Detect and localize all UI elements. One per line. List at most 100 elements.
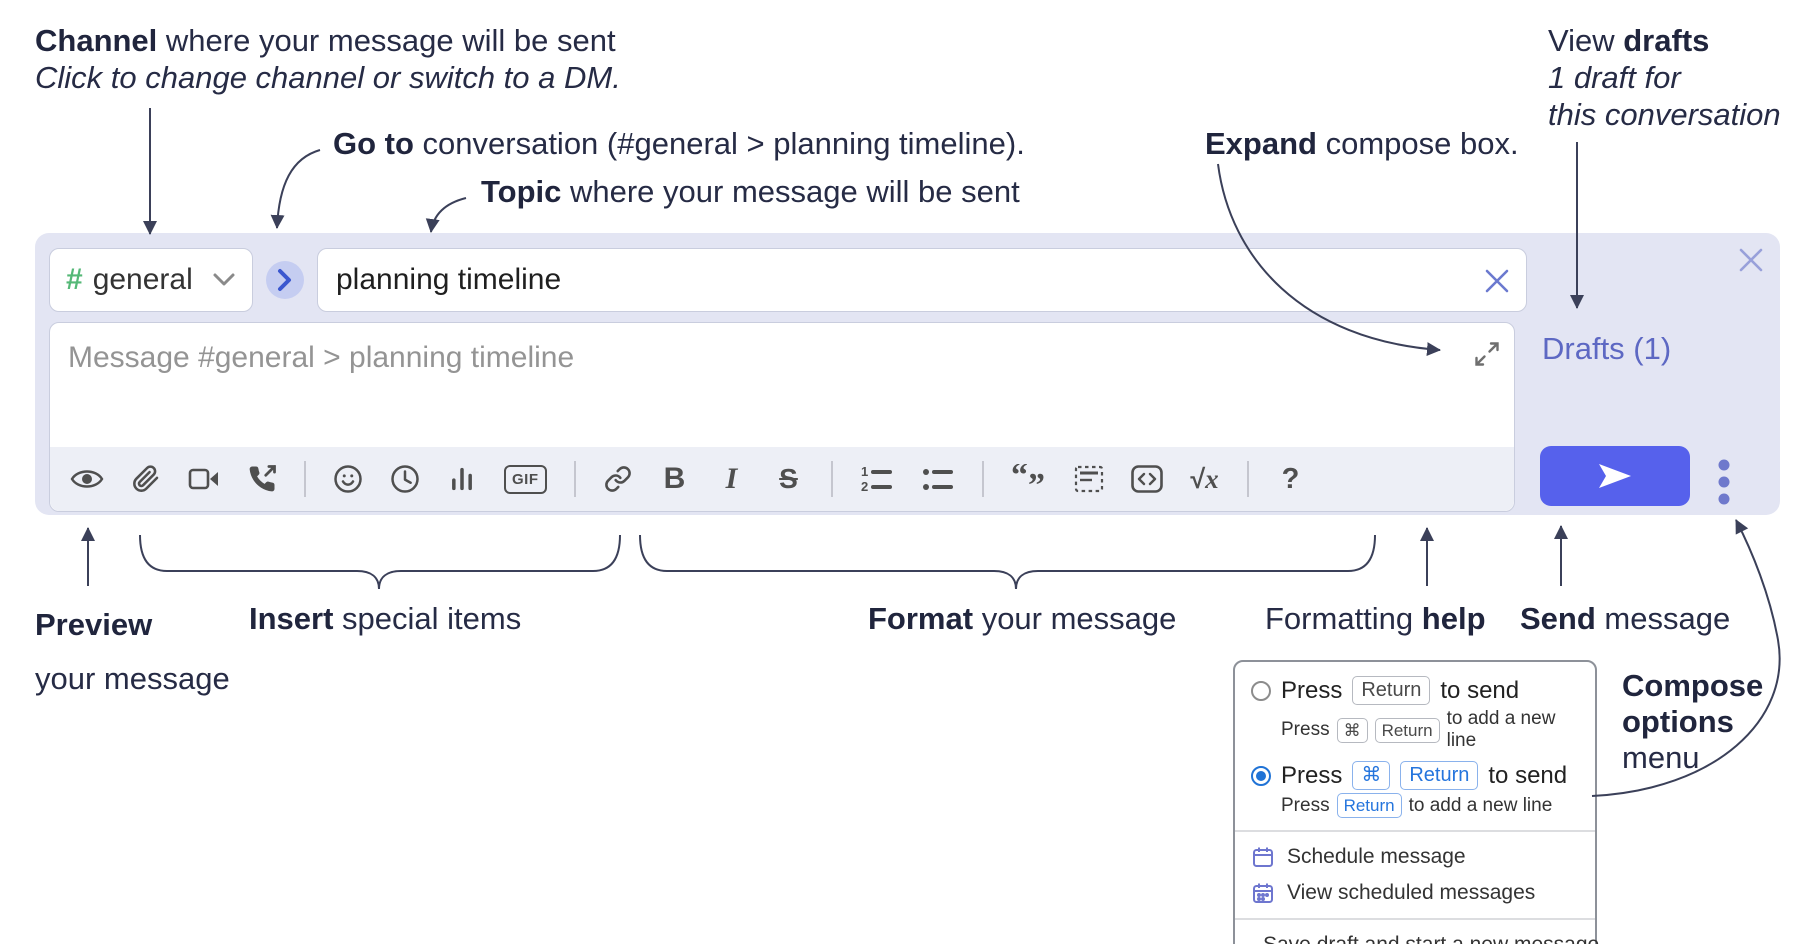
option-return-to-send[interactable]: Press Return to send	[1235, 672, 1595, 707]
attach-file-button[interactable]	[131, 465, 161, 493]
format-brace	[639, 534, 1376, 590]
quote-icon: “”	[1011, 464, 1045, 494]
topic-connector-line	[425, 197, 467, 233]
italic-button[interactable]: I	[725, 462, 738, 495]
emoji-button[interactable]	[333, 464, 363, 494]
channel-selector[interactable]: # general	[49, 248, 253, 312]
paperclip-icon	[133, 465, 159, 492]
message-area[interactable]: Message #general > planning timeline	[49, 322, 1515, 512]
radio-selected-icon[interactable]	[1251, 765, 1271, 786]
video-camera-icon	[188, 468, 218, 490]
toolbar-divider	[304, 461, 306, 497]
topic-annotation: Topic where your message will be sent	[481, 174, 1020, 209]
voice-call-button[interactable]	[247, 464, 277, 494]
close-compose-icon[interactable]	[1738, 247, 1764, 278]
eye-icon	[70, 470, 104, 488]
calendar-icon	[1253, 847, 1273, 867]
option-cmd-return-to-send[interactable]: Press ⌘ Return to send	[1235, 757, 1595, 792]
compose-options-annotation: Compose options menu	[1622, 668, 1764, 775]
schedule-message-item[interactable]: Schedule message	[1235, 839, 1595, 875]
smiley-icon	[334, 465, 362, 493]
preview-button[interactable]	[70, 466, 104, 492]
topic-value: planning timeline	[336, 263, 562, 296]
drafts-annotation: View drafts 1 draft for this conversatio…	[1548, 23, 1781, 132]
channel-annotation-sub: Click to change channel or switch to a D…	[35, 60, 621, 95]
global-time-button[interactable]	[390, 464, 420, 494]
key-return: Return	[1352, 676, 1431, 705]
video-call-button[interactable]	[188, 467, 220, 491]
recipient-row: # general planning timeline	[49, 248, 1527, 312]
view-scheduled-messages-item[interactable]: View scheduled messages	[1235, 875, 1595, 911]
bulleted-list-button[interactable]	[921, 464, 955, 494]
toolbar-divider	[981, 461, 984, 497]
chevron-right-icon	[278, 269, 291, 291]
gif-button[interactable]: GIF	[504, 464, 547, 494]
spoiler-button[interactable]	[1074, 464, 1104, 494]
send-annotation: Send message	[1520, 601, 1731, 636]
toolbar-divider	[830, 461, 833, 497]
clock-icon	[391, 465, 419, 493]
key-return: Return	[1336, 793, 1402, 818]
math-button[interactable]: √x	[1190, 463, 1219, 494]
link-button[interactable]	[603, 465, 633, 493]
insert-brace	[139, 534, 621, 590]
channel-annotation: Channel where your message will be sent …	[35, 22, 621, 96]
option-cmd-return-sub: Press Return to add a new line	[1235, 792, 1595, 823]
key-return: Return	[1374, 717, 1440, 743]
format-annotation: Format your message	[868, 601, 1177, 636]
compose-options-popup: Press Return to send Press ⌘ Return to a…	[1233, 660, 1599, 944]
bulleted-list-icon	[922, 469, 953, 490]
clear-topic-icon[interactable]	[1484, 268, 1510, 302]
vertical-dots-icon	[1718, 459, 1730, 505]
key-cmd: ⌘	[1352, 761, 1391, 790]
compose-box: # general planning timeline Message #gen…	[35, 233, 1780, 515]
popup-divider	[1235, 830, 1595, 832]
chevron-down-icon	[213, 273, 235, 286]
send-plane-icon	[1599, 464, 1631, 488]
formatting-help-annotation: Formatting help	[1265, 601, 1486, 636]
bold-button[interactable]: B	[663, 462, 686, 495]
topic-input[interactable]: planning timeline	[317, 248, 1527, 312]
link-icon	[604, 466, 631, 492]
svg-text:”: ”	[1028, 467, 1045, 494]
toolbar-divider	[573, 461, 576, 497]
option-return-sub: Press ⌘ Return to add a new line	[1281, 708, 1556, 751]
bar-chart-icon	[452, 467, 472, 491]
svg-text:1: 1	[861, 464, 868, 479]
channel-annotation-rest: where your message will be sent	[157, 23, 616, 58]
strikethrough-button[interactable]: S	[779, 463, 798, 494]
compose-options-menu-button[interactable]	[1713, 455, 1735, 514]
svg-text:2: 2	[861, 479, 868, 494]
save-draft-item[interactable]: Save draft and start a new message	[1235, 927, 1599, 944]
poll-button[interactable]	[447, 465, 477, 493]
expand-compose-icon[interactable]	[1474, 341, 1500, 372]
channel-name: general	[92, 263, 193, 296]
formatting-help-button[interactable]: ?	[1281, 462, 1300, 495]
radio-unselected-icon[interactable]	[1251, 680, 1271, 701]
svg-text:“: “	[1011, 464, 1028, 494]
expand-annotation: Expand compose box.	[1205, 126, 1519, 161]
goto-annotation: Go to conversation (#general > planning …	[333, 126, 1025, 161]
send-button[interactable]	[1540, 446, 1690, 506]
preview-annotation: Preview your message	[35, 607, 230, 696]
numbered-list-icon: 12	[861, 464, 892, 494]
message-placeholder: Message #general > planning timeline	[68, 341, 575, 374]
phone-call-icon	[249, 465, 276, 492]
drafts-link[interactable]: Drafts (1)	[1542, 331, 1672, 366]
code-icon	[1130, 465, 1163, 493]
insert-annotation: Insert special items	[249, 601, 522, 636]
popup-divider	[1235, 918, 1595, 920]
goto-connector-line	[270, 149, 321, 229]
key-return: Return	[1400, 761, 1479, 790]
channel-annotation-bold: Channel	[35, 23, 158, 58]
spoiler-icon	[1074, 465, 1103, 493]
code-button[interactable]	[1130, 465, 1163, 493]
quote-button[interactable]: “”	[1011, 464, 1047, 494]
channel-hash-icon: #	[66, 263, 83, 296]
calendar-days-icon	[1253, 883, 1273, 903]
go-to-conversation-button[interactable]	[266, 261, 304, 299]
key-cmd: ⌘	[1336, 717, 1368, 743]
